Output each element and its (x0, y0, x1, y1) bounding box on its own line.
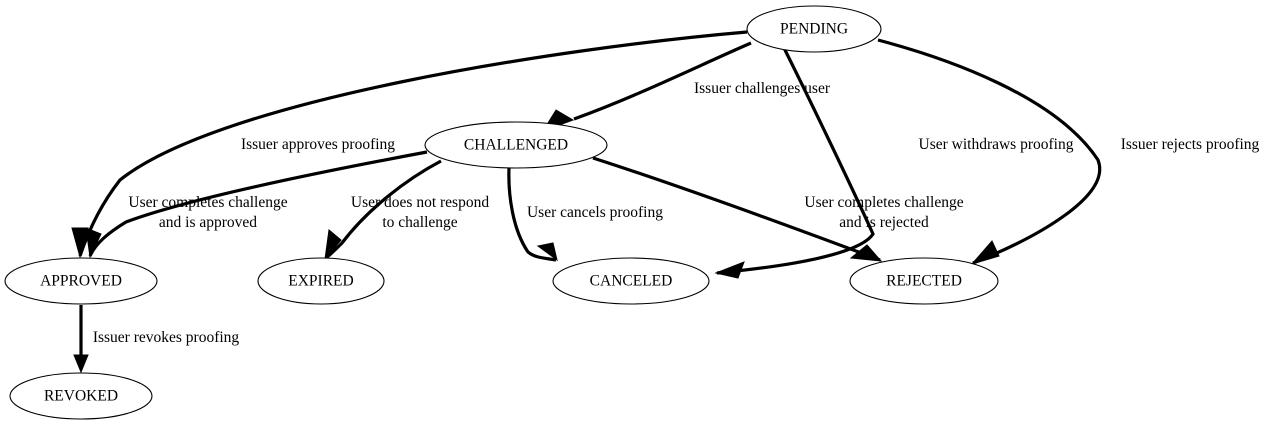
node-shape[interactable] (257, 257, 385, 305)
edge-line (78, 30, 748, 257)
node-pending[interactable]: PENDING (746, 5, 882, 53)
edge-line (716, 47, 875, 275)
node-shape[interactable] (849, 257, 999, 305)
edge-challenged-expired (324, 159, 442, 261)
edge-line (88, 150, 428, 257)
arrowhead-icon (536, 242, 558, 262)
node-canceled[interactable]: CANCELED (552, 257, 710, 305)
edge-approved-revoked (73, 305, 89, 374)
node-rejected[interactable]: REJECTED (849, 257, 999, 305)
nodes-layer: PENDING CHALLENGED APPROVED EXPIRED CANCELED… (4, 5, 999, 420)
node-shape[interactable] (9, 372, 153, 420)
edges-layer (71, 30, 1102, 374)
edge-line (507, 167, 557, 262)
edge-line (573, 41, 752, 121)
arrowhead-icon (324, 229, 342, 261)
arrowhead-icon (849, 244, 883, 262)
edge-pending-canceled (714, 47, 875, 279)
node-label: REJECTED (886, 273, 962, 290)
edge-challenged-approved (85, 150, 428, 259)
node-shape[interactable] (552, 257, 710, 305)
edge-challenged-canceled (507, 167, 558, 262)
edge-line (325, 159, 442, 260)
arrowhead-icon (71, 227, 89, 259)
edge-line (877, 38, 1102, 265)
node-label: EXPIRED (288, 273, 353, 290)
node-shape[interactable] (4, 257, 158, 305)
node-label: REVOKED (44, 388, 118, 405)
edge-label: Issuer revokes proofing (93, 329, 240, 346)
arrowhead-icon (73, 354, 89, 374)
node-shape[interactable] (746, 5, 882, 53)
node-challenged[interactable]: CHALLENGED (424, 121, 608, 169)
edge-label: Issuer approves proofing (241, 136, 395, 153)
arrowhead-icon (714, 261, 745, 279)
arrowhead-icon (85, 227, 102, 259)
edge-label: User withdraws proofing (919, 136, 1074, 153)
node-revoked[interactable]: REVOKED (9, 372, 153, 420)
node-label: CANCELED (590, 273, 673, 290)
edge-line (592, 156, 881, 262)
edge-pending-approved (71, 30, 748, 259)
node-label: PENDING (780, 21, 848, 38)
edge-label: Issuer challenges user (694, 80, 831, 97)
edge-label: User cancels proofing (527, 204, 663, 221)
edge-pending-rejected (877, 38, 1102, 265)
node-label: CHALLENGED (464, 137, 568, 154)
arrowhead-icon (970, 240, 1000, 265)
node-label: APPROVED (40, 273, 122, 290)
node-approved[interactable]: APPROVED (4, 257, 158, 305)
edge-label: Issuer rejects proofing (1121, 136, 1260, 153)
edge-challenged-rejected (592, 156, 883, 262)
node-shape[interactable] (424, 121, 608, 169)
node-expired[interactable]: EXPIRED (257, 257, 385, 305)
